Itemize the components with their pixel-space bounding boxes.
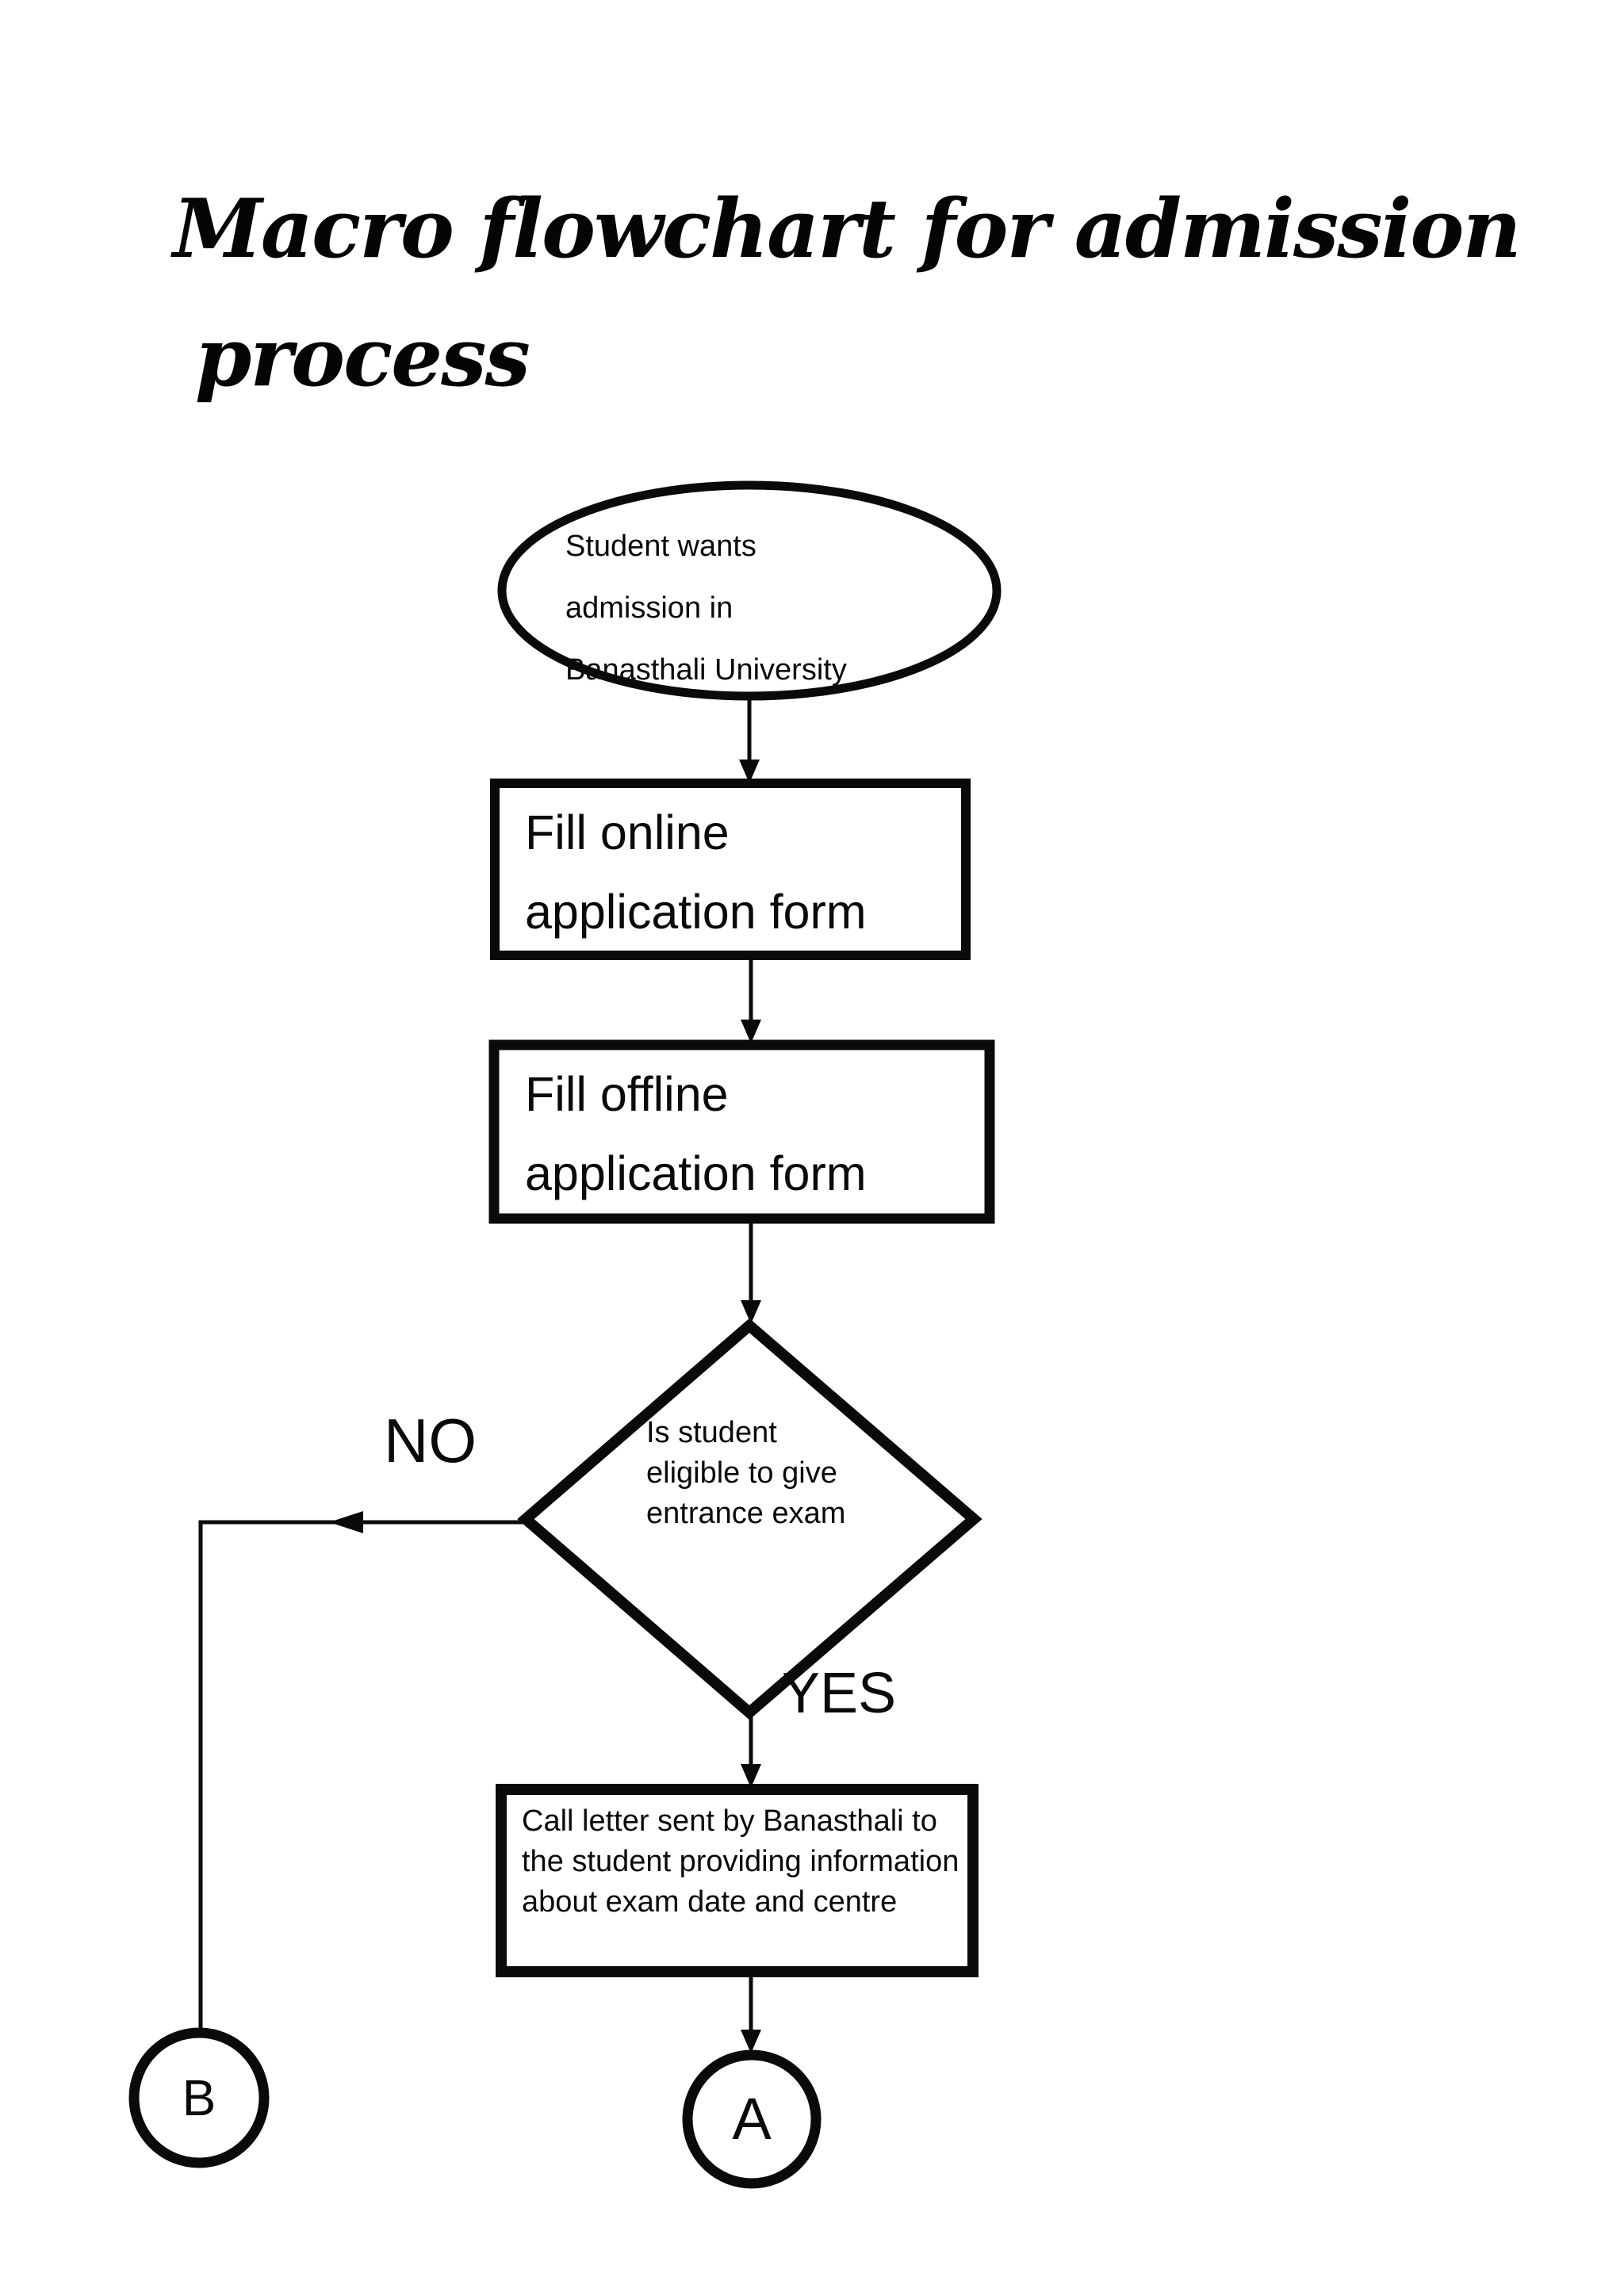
terminator-b-label: B	[182, 2069, 216, 2126]
call-letter-label-line: about exam date and centre	[522, 1885, 898, 1919]
decision-label-line: eligible to give	[646, 1456, 837, 1490]
call-letter-label-line: the student providing information	[522, 1845, 959, 1878]
terminator-a-label: A	[732, 2086, 772, 2152]
process-box-online-label-line: application form	[525, 885, 867, 939]
arrow-down-icon	[739, 760, 760, 783]
terminator-b-circle	[128, 2027, 270, 2168]
terminator-a-circle	[682, 2049, 822, 2189]
call-letter-label-line: Call letter sent by Banasthali to	[522, 1804, 937, 1838]
start-ellipse-label-line: admission in	[565, 591, 733, 625]
decision-label: Is student eligible to give entrance exa…	[646, 1413, 845, 1534]
process-box-online-label-line: Fill online	[525, 806, 730, 859]
arrow-down-icon	[741, 1764, 761, 1788]
start-ellipse-label: Student wants admission in Banasthali Un…	[565, 515, 847, 701]
process-box-online-shape	[490, 779, 971, 960]
start-ellipse-label-line: Student wants	[565, 530, 756, 563]
decision-label-line: Is student	[646, 1416, 777, 1449]
start-ellipse-label-line: Banasthali University	[565, 653, 847, 687]
process-box-offline-label-line: Fill offline	[525, 1067, 729, 1121]
yes-label: YES	[782, 1662, 897, 1725]
arrow-down-icon	[741, 1020, 761, 1043]
process-box-call-letter-shape	[496, 1784, 979, 1977]
arrow-down-icon	[741, 1300, 761, 1324]
page-title-line-2: process	[195, 310, 530, 405]
arrow-down-icon	[741, 2030, 761, 2053]
arrow-left-icon	[329, 1511, 363, 1533]
process-box-offline-label-line: application form	[525, 1146, 867, 1200]
process-box-online-label: Fill online application form	[525, 793, 867, 951]
decision-label-line: entrance exam	[646, 1497, 846, 1530]
process-box-offline-label: Fill offline application form	[525, 1054, 867, 1213]
process-box-offline-shape	[488, 1039, 995, 1224]
no-label: NO	[384, 1406, 477, 1475]
no-branch-elbow-line	[198, 1520, 526, 2028]
process-box-call-letter-label: Call letter sent by Banasthali to the st…	[522, 1801, 959, 1923]
page-title-line-1: Macro flowchart for admission	[173, 182, 1522, 277]
